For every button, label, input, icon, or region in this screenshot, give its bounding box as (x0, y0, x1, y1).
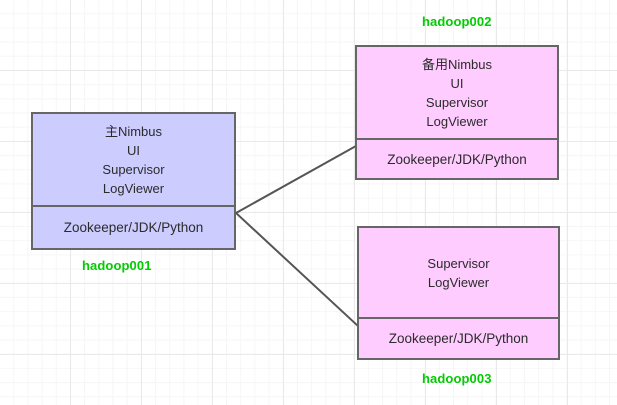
service-label: LogViewer (102, 180, 165, 196)
service-label: Supervisor (425, 94, 489, 110)
node-hadoop001[interactable]: 主Nimbus UI Supervisor LogViewer Zookeepe… (31, 112, 236, 250)
service-label: LogViewer (426, 113, 488, 129)
service-label: 主Nimbus (104, 123, 163, 139)
base-stack-label: Zookeeper/JDK/Python (63, 220, 204, 235)
service-label: UI (450, 75, 464, 91)
edge-hadoop001-hadoop003 (234, 211, 360, 328)
node-hadoop001-base-stack: Zookeeper/JDK/Python (33, 205, 234, 248)
service-label: 备用Nimbus (421, 56, 493, 72)
node-hadoop002-base-stack: Zookeeper/JDK/Python (357, 138, 557, 178)
host-label-hadoop003: hadoop003 (422, 371, 492, 386)
service-label: Supervisor (427, 255, 490, 271)
host-label-hadoop002: hadoop002 (422, 14, 492, 29)
node-hadoop001-services: 主Nimbus UI Supervisor LogViewer (33, 114, 234, 205)
node-hadoop002-services: 备用Nimbus UI Supervisor LogViewer (357, 47, 557, 138)
node-hadoop003-services: Supervisor LogViewer (359, 228, 558, 317)
service-label: UI (127, 142, 140, 158)
node-hadoop003-base-stack: Zookeeper/JDK/Python (359, 317, 558, 358)
service-label: LogViewer (427, 274, 490, 290)
host-label-hadoop001: hadoop001 (82, 258, 152, 273)
edge-hadoop001-hadoop002 (234, 144, 358, 215)
node-hadoop002[interactable]: 备用Nimbus UI Supervisor LogViewer Zookeep… (355, 45, 559, 180)
base-stack-label: Zookeeper/JDK/Python (388, 331, 529, 346)
node-hadoop003[interactable]: Supervisor LogViewer Zookeeper/JDK/Pytho… (357, 226, 560, 360)
service-label: Supervisor (102, 161, 165, 177)
base-stack-label: Zookeeper/JDK/Python (387, 151, 527, 167)
